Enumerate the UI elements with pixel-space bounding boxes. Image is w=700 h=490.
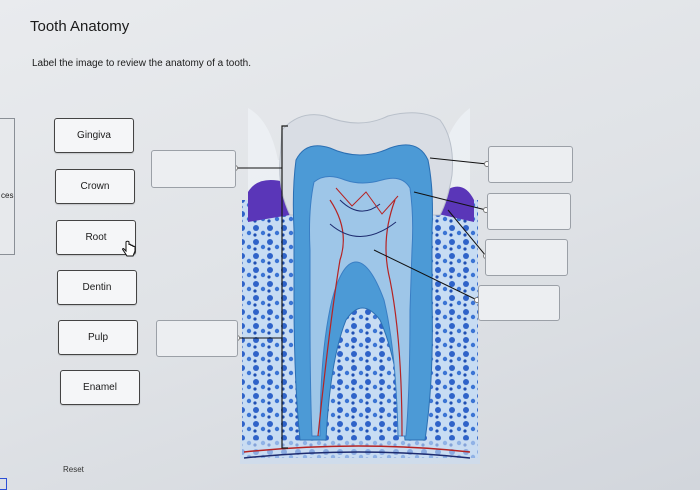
side-panel-text: ces	[1, 191, 14, 200]
leader-line-4	[413, 191, 487, 211]
drop-target-left-1[interactable]	[151, 150, 236, 188]
leader-line-5	[447, 209, 487, 257]
pulp	[309, 176, 414, 437]
label-chip-gingiva[interactable]: Gingiva	[54, 118, 134, 153]
drop-target-right-4[interactable]	[478, 285, 560, 321]
label-chip-crown[interactable]: Crown	[55, 169, 135, 204]
tooth-bracket	[281, 125, 288, 449]
leader-line-3	[429, 157, 488, 165]
hand-cursor-icon	[122, 240, 136, 257]
gingiva-left	[248, 179, 290, 222]
label-chip-dentin[interactable]: Dentin	[57, 270, 137, 305]
label-chip-enamel[interactable]: Enamel	[60, 370, 140, 405]
drop-target-right-1[interactable]	[488, 146, 573, 183]
side-panel-edge[interactable]	[0, 118, 15, 255]
reset-button[interactable]: Reset	[63, 465, 84, 474]
label-chip-pulp[interactable]: Pulp	[58, 320, 138, 355]
leader-line-6	[373, 249, 478, 301]
drop-target-right-2[interactable]	[487, 193, 571, 230]
drop-target-left-2[interactable]	[156, 320, 238, 357]
drop-target-right-3[interactable]	[485, 239, 568, 276]
instructions-text: Label the image to review the anatomy of…	[32, 58, 252, 69]
page-title: Tooth Anatomy	[30, 18, 130, 35]
